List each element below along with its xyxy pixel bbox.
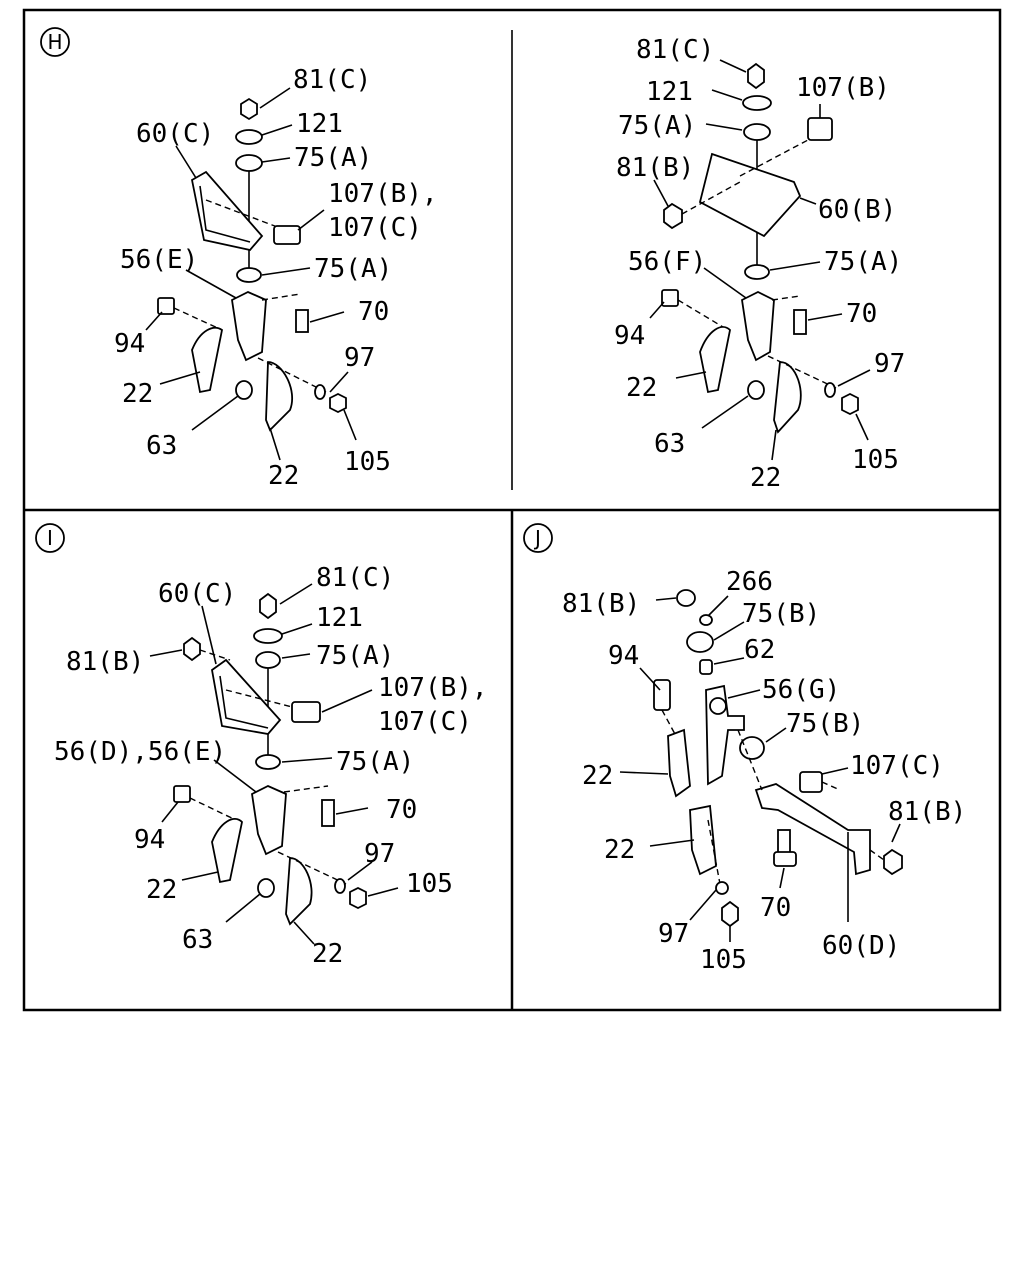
part-label: 121	[316, 603, 363, 633]
part-label: 56(D),56(E)	[54, 737, 226, 767]
part-label: 81(B)	[562, 589, 640, 619]
part-label: 121	[646, 77, 693, 107]
part-label: 75(B)	[742, 599, 820, 629]
part-label: 70	[760, 893, 791, 923]
part-label: 63	[146, 431, 177, 461]
part-label: 62	[744, 635, 775, 665]
part-label: 94	[114, 329, 145, 359]
part-label: 75(A)	[336, 747, 414, 777]
part-label: 97	[344, 343, 375, 373]
part-label: 75(A)	[294, 143, 372, 173]
part-label: 63	[182, 925, 213, 955]
part-label: 107(C)	[850, 751, 944, 781]
part-label: 60(C)	[158, 579, 236, 609]
panel-h: H	[40, 27, 438, 491]
part-label: 60(C)	[136, 119, 214, 149]
part-label: 94	[608, 641, 639, 671]
part-label: 97	[364, 839, 395, 869]
part-label: 266	[726, 567, 773, 597]
part-label: 70	[358, 297, 389, 327]
part-label: 107(B)	[796, 73, 890, 103]
part-label: 107(C)	[328, 213, 422, 243]
labels-j: 266 81(B) 75(B) 94 62 56(G) 75(B) 22 107…	[562, 567, 966, 975]
part-label: 60(B)	[818, 195, 896, 225]
part-label: 70	[846, 299, 877, 329]
panel-i: I	[35, 523, 488, 969]
part-label: 81(B)	[616, 153, 694, 183]
leaders-i	[149, 583, 399, 945]
part-label: 22	[750, 463, 781, 493]
parts-j	[653, 589, 903, 928]
leaders-g	[649, 59, 871, 461]
part-label: 107(B),	[328, 179, 438, 209]
part-label: 94	[134, 825, 165, 855]
svg-text:I: I	[47, 526, 53, 550]
part-label: 22	[582, 761, 613, 791]
part-label: 105	[700, 945, 747, 975]
part-label: 60(D)	[822, 931, 900, 961]
labels-g: 81(C) 121 107(B) 75(A) 81(B) 60(B) 56(F)…	[614, 35, 905, 493]
panel-g: 81(C) 121 107(B) 75(A) 81(B) 60(B) 56(F)…	[614, 35, 905, 493]
part-label: 97	[874, 349, 905, 379]
panel-j: J	[523, 523, 966, 975]
part-label: 22	[146, 875, 177, 905]
part-label: 56(G)	[762, 675, 840, 705]
part-label: 75(A)	[618, 111, 696, 141]
svg-text:H: H	[47, 30, 62, 54]
part-label: 81(C)	[293, 65, 371, 95]
diagram-frame	[22, 8, 1002, 1012]
parts-h	[157, 97, 347, 432]
part-label: 94	[614, 321, 645, 351]
part-label: 22	[122, 379, 153, 409]
part-label: 22	[268, 461, 299, 491]
part-label: 75(A)	[316, 641, 394, 671]
part-label: 75(A)	[824, 247, 902, 277]
parts-i	[173, 592, 367, 926]
leaders-j	[619, 595, 901, 942]
part-label: 81(C)	[636, 35, 714, 65]
part-label: 70	[386, 795, 417, 825]
part-label: 75(A)	[314, 254, 392, 284]
part-label: 81(C)	[316, 563, 394, 593]
part-label: 105	[344, 447, 391, 477]
part-label: 105	[852, 445, 899, 475]
part-label: 56(E)	[120, 245, 198, 275]
part-label: 75(B)	[786, 709, 864, 739]
part-label: 97	[658, 919, 689, 949]
panel-marker-h: H	[40, 27, 70, 57]
labels-h: 81(C) 121 60(C) 75(A) 107(B), 107(C) 56(…	[114, 65, 438, 491]
parts-g	[661, 62, 859, 434]
panel-marker-j: J	[523, 523, 553, 553]
leaders-h	[145, 87, 357, 461]
part-label: 121	[296, 109, 343, 139]
panel-marker-i: I	[35, 523, 65, 553]
part-label: 107(B),	[378, 673, 488, 703]
part-label: 63	[654, 429, 685, 459]
part-label: 56(F)	[628, 247, 706, 277]
part-label: 81(B)	[66, 647, 144, 677]
labels-i: 81(C) 60(C) 121 81(B) 75(A) 107(B), 107(…	[54, 563, 488, 969]
part-label: 22	[312, 939, 343, 969]
part-label: 22	[604, 835, 635, 865]
part-label: 105	[406, 869, 453, 899]
svg-text:J: J	[533, 526, 541, 550]
part-label: 107(C)	[378, 707, 472, 737]
part-label: 81(B)	[888, 797, 966, 827]
part-label: 22	[626, 373, 657, 403]
